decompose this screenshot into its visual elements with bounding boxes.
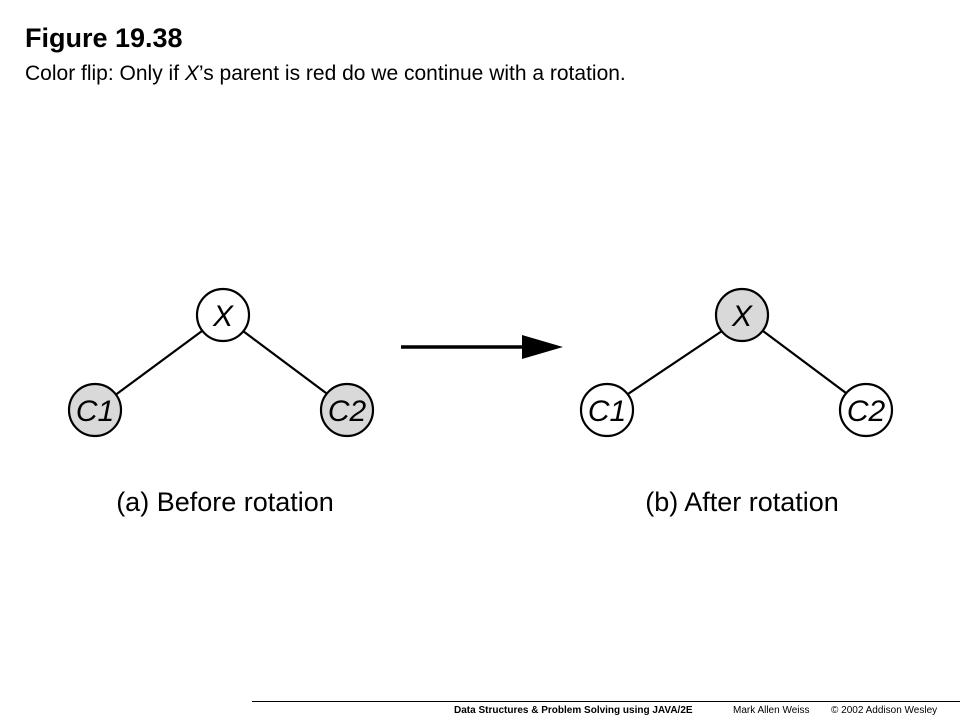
panel-a-left-label: C1 <box>76 395 114 428</box>
panel-b-right-node <box>838 382 894 438</box>
panel-a-edge-left <box>113 330 203 397</box>
arrow-head-icon <box>522 335 563 359</box>
footer-author: Mark Allen Weiss <box>733 705 810 716</box>
footer-copyright: © 2002 Addison Wesley <box>831 705 938 716</box>
panel-b-caption: (b) After rotation <box>645 487 839 517</box>
figure-title: Figure 19.38 <box>25 23 183 53</box>
caption-italic-x: X <box>184 62 199 85</box>
panel-b-left-label: C1 <box>588 395 626 428</box>
figure-caption: Color flip: Only if X’s parent is red do… <box>25 60 626 88</box>
panel-a-root-node <box>195 287 251 343</box>
panel-b-edge-left <box>624 330 723 397</box>
panel-a-edge-right <box>242 330 331 397</box>
panel-b-root-label: X <box>731 300 753 333</box>
caption-text-start: Color flip: Only if <box>25 62 185 85</box>
panel-a-caption: (a) Before rotation <box>116 487 334 517</box>
footer-book-title: Data Structures & Problem Solving using … <box>454 705 693 716</box>
caption-text-end: ’s parent is red do we continue with a r… <box>198 62 626 85</box>
transition-arrow <box>401 335 563 359</box>
panel-a-left-node <box>67 382 123 438</box>
panel-b-root-node <box>714 287 770 343</box>
panel-a-root-label: X <box>212 300 234 333</box>
panel-b-left-node <box>579 382 635 438</box>
panel-b-edge-right <box>762 330 851 397</box>
panel-b-after-rotation: X C1 C2 (b) After rotation <box>579 287 894 517</box>
footer-divider <box>252 701 960 702</box>
panel-b-right-label: C2 <box>847 395 886 428</box>
panel-a-before-rotation: X C1 C2 (a) Before rotation <box>67 287 375 517</box>
panel-a-right-node <box>319 382 375 438</box>
panel-a-right-label: C2 <box>328 395 367 428</box>
